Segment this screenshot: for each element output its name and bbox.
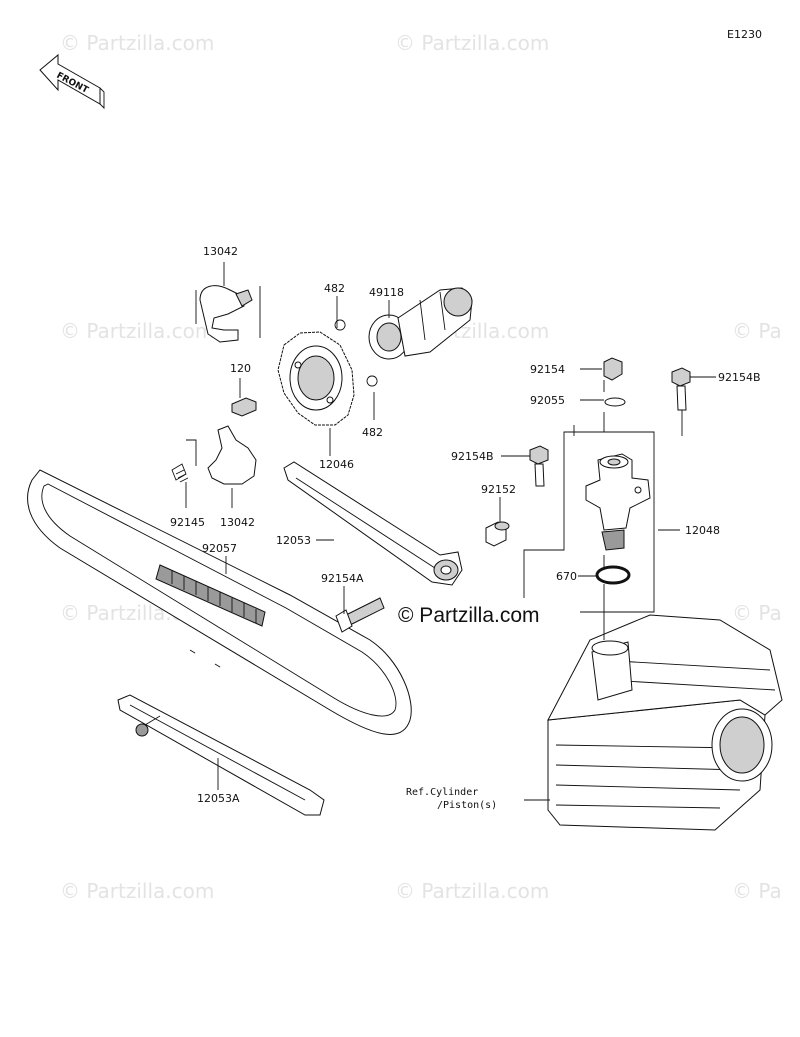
reference-label-line1: Ref.Cylinder — [406, 787, 478, 798]
decompressor-weight-bottom — [207, 425, 257, 485]
tensioner-assembly — [585, 453, 651, 551]
part-labels: 13042 482 49118 120 482 12046 92145 1304… — [170, 245, 761, 811]
label-92154A: 92154A — [321, 572, 364, 585]
chain-guide-upper — [283, 461, 463, 586]
watermark: © Partzilla.com — [395, 879, 549, 903]
label-92154B-left: 92154B — [451, 450, 494, 463]
label-92154B-right: 92154B — [718, 371, 761, 384]
bolt-92154B-left-icon — [529, 445, 549, 487]
washer-92055-icon — [604, 397, 626, 407]
label-482-top: 482 — [324, 282, 345, 295]
leader-lines — [185, 262, 716, 801]
bolt-92154B-right-icon — [671, 367, 691, 411]
decompressor-weight-top — [199, 285, 253, 343]
label-12053A: 12053A — [197, 792, 240, 805]
watermark: © Partzilla.com — [60, 879, 214, 903]
label-49118: 49118 — [369, 286, 404, 299]
watermark: © Partzilla.com — [60, 319, 214, 343]
label-12048: 12048 — [685, 524, 720, 537]
label-120: 120 — [230, 362, 251, 375]
circlip-bottom-icon — [366, 375, 378, 387]
label-92055: 92055 — [530, 394, 565, 407]
o-ring-670-icon — [595, 565, 631, 585]
bolt-92154A-icon — [335, 597, 385, 633]
label-13042-top: 13042 — [203, 245, 238, 258]
diagram-code: E1230 — [727, 28, 762, 41]
bolt-92154-icon — [603, 357, 623, 381]
cam-chain — [27, 469, 412, 735]
watermark: © Pa — [732, 319, 782, 343]
chain-guide-lower — [117, 694, 325, 816]
camshaft — [368, 287, 473, 360]
watermark: © Partzilla.com — [395, 31, 549, 55]
label-12053: 12053 — [276, 534, 311, 547]
label-92145: 92145 — [170, 516, 205, 529]
watermark: © Pa — [732, 601, 782, 625]
reference-label-line2: /Piston(s) — [437, 800, 497, 811]
cylinder-block — [547, 614, 783, 831]
chain-links-detail — [155, 564, 266, 627]
watermark-main-text: © Partzilla.com — [398, 604, 540, 627]
label-482-bottom: 482 — [362, 426, 383, 439]
label-92152: 92152 — [481, 483, 516, 496]
watermark-main: © Partzilla.com — [396, 598, 580, 632]
circlip-top-icon — [334, 319, 346, 331]
cam-sprocket — [277, 331, 355, 426]
bolt-120-icon — [231, 397, 257, 417]
label-12046: 12046 — [319, 458, 354, 471]
label-670: 670 — [556, 570, 577, 583]
spring-92145-icon — [171, 463, 189, 483]
pin-92152-icon — [485, 521, 510, 547]
watermark: © Partzilla.com — [60, 31, 214, 55]
front-arrow-icon: FRONT — [39, 53, 105, 110]
label-92057: 92057 — [202, 542, 237, 555]
watermark: © Pa — [732, 879, 782, 903]
label-13042-bottom: 13042 — [220, 516, 255, 529]
label-92154: 92154 — [530, 363, 565, 376]
